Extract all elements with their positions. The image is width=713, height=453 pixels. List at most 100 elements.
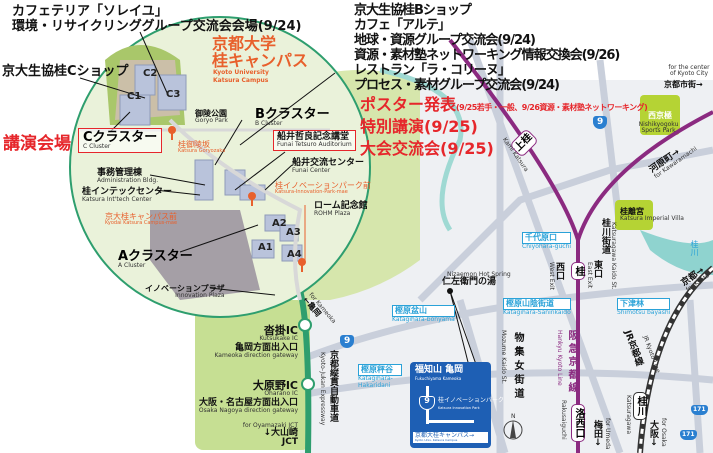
building-c1: C1	[127, 91, 142, 102]
funai-center-en: Funai Center	[292, 167, 331, 174]
b-cluster-jp: Bクラスター	[255, 107, 330, 122]
callout-line: 地球・資源グループ交流会(9/24)	[354, 33, 536, 48]
hakari-jp: 樫原秤谷	[358, 364, 402, 376]
onsen-marker	[447, 288, 453, 294]
building-a3: A3	[286, 227, 301, 238]
oharano-jp: 大原野IC	[252, 379, 298, 392]
sanin-jp: 樫原山陰街道	[503, 298, 571, 310]
a-cluster-en: A Cluster	[118, 262, 146, 269]
rohm-jp: ローム記念館	[314, 201, 368, 211]
sign-route: 9	[419, 396, 435, 410]
for-umeda-jp: 梅田→	[592, 420, 602, 446]
sign-arrow-right	[426, 420, 474, 423]
kyoto-center-jp: 京都市街→	[664, 80, 703, 89]
katsura-station[interactable]: 桂	[571, 262, 585, 280]
callout-line: 京大生協桂Bショップ	[354, 3, 472, 18]
nishikyogoku-park-area	[640, 95, 680, 135]
bus-stop-markers	[168, 126, 306, 272]
rohm-en: ROHM Plaza	[314, 210, 351, 217]
goryo-park-en: Goryo Park	[195, 117, 228, 124]
ipm-jp: 桂イノベーションパーク前	[275, 181, 371, 190]
a-cluster-jp: Aクラスター	[118, 249, 193, 264]
funai-aud-en: Funai Tetsuro Auditorium	[277, 141, 352, 148]
lecture-venue: 講演会場	[3, 134, 71, 154]
campus-title-en2: Katsura Campus	[213, 77, 269, 84]
kutsukake-jp: 沓掛IC	[263, 324, 298, 337]
rakusaiguchi-en: Rakusaiguchi	[560, 400, 567, 440]
mozume-kaido-en: Mozume Kaido St.	[500, 330, 507, 384]
special-lecture: 特別講演(9/25)	[360, 117, 478, 136]
expressway-name-en: Kyoto-Jukan Expressway	[319, 352, 326, 426]
poster-detail: (9/25若手・一般、9/26資源・素材塾ネットワーキング)	[456, 103, 648, 112]
intech-en: Katsura Int'tech Center	[82, 196, 152, 203]
chiyohara-en: Chiyohara-guchi	[522, 243, 572, 250]
kutsukake-en: Kutsukake IC	[259, 335, 298, 342]
sign-park-jp: 桂イノベーションパーク	[438, 397, 504, 404]
shimotsu-jp: 下津林	[617, 298, 671, 310]
for-osaka-jp: 大阪→	[648, 420, 658, 446]
onsen-en: Nizaemon Hot Spring	[447, 271, 511, 278]
expressway-name-jp: 京都縦貫自動車道	[328, 350, 338, 422]
sign-dest: 福知山 亀岡	[415, 366, 463, 375]
callout-line: 資源・素材塾ネットワーキング情報交換会(9/26)	[354, 48, 620, 63]
building-a1: A1	[258, 242, 273, 253]
building-a2: A2	[272, 218, 287, 229]
sign-park-en: Katsura Innovation Park	[438, 406, 480, 410]
sign-dest2: 亀岡	[445, 365, 464, 375]
admin-en: Administration Bldg.	[97, 177, 159, 184]
cm-en: Kyodai Katsura Campus-mae	[105, 220, 178, 226]
katsura-river	[640, 230, 713, 275]
buildings	[119, 64, 266, 201]
oharano-gate-jp: 大阪・名古屋方面出入口	[198, 398, 298, 408]
hankyu-line	[448, 38, 580, 453]
building-c2: C2	[143, 68, 158, 79]
mozume-kaido: 物集女街道	[512, 332, 523, 402]
expressway-green-area	[195, 300, 310, 450]
katsura-river-label: 桂川	[690, 240, 699, 256]
campus-title-en1: Kyoto University	[213, 69, 269, 76]
c-cluster-jp: Cクラスター	[83, 130, 158, 145]
villa-en: Katsura Imperial Villa	[620, 215, 684, 222]
compass-north: N	[511, 413, 516, 420]
shimotsu-en: Shimotsu bayashi	[617, 309, 671, 316]
sign-campus-en: Kyoto Univ. Katsura Campus	[415, 438, 458, 442]
kutsukake-gate-jp: 亀岡方面出入口	[234, 343, 298, 353]
funai-center-jp: 船井交流センター	[292, 158, 365, 168]
rakusaiguchi-station[interactable]: 洛西口	[571, 404, 585, 442]
banquet: 大会交流会(9/25)	[360, 139, 494, 158]
katsuragawa-station[interactable]: 桂川	[633, 392, 647, 420]
route-9-shield: 9	[593, 116, 608, 129]
sign-dest1-en: Fukuchiyama	[415, 376, 442, 381]
building-c3: C3	[166, 89, 181, 100]
katsuragawa-kaido-en: Katsuragawa Kaido St.	[610, 222, 617, 290]
goryozaka-en: Katsura Goryozaka	[178, 148, 226, 154]
intech-jp: 桂インテックセンター	[82, 187, 173, 197]
for-osaka-en: for Osaka	[660, 418, 667, 447]
oharano-en: Oharano IC	[264, 390, 298, 397]
west-exit-jp: 西口	[554, 262, 564, 280]
chiyohara-jp: 千代原口	[522, 232, 572, 244]
katsuragawa-kaido: 桂川街道	[600, 218, 610, 254]
callout-line: カフェ「アルテ」	[354, 18, 451, 33]
east-exit-en: East Exit	[586, 262, 593, 289]
villa-jp: 桂離宮	[620, 207, 644, 216]
kyoto-center-en: for the center of Kyoto City	[668, 64, 710, 77]
campus-title-2: 桂キャンパス	[212, 51, 309, 70]
hankyu-arashiyama-line	[576, 110, 713, 241]
callout-lines	[79, 31, 479, 371]
bonyama-en: Katagihara-bonyama	[392, 316, 455, 323]
building-a4: A4	[287, 249, 302, 260]
hakari-en: Katagihara-Hakaridani	[358, 375, 393, 389]
admin-jp: 事務管理棟	[97, 168, 143, 178]
